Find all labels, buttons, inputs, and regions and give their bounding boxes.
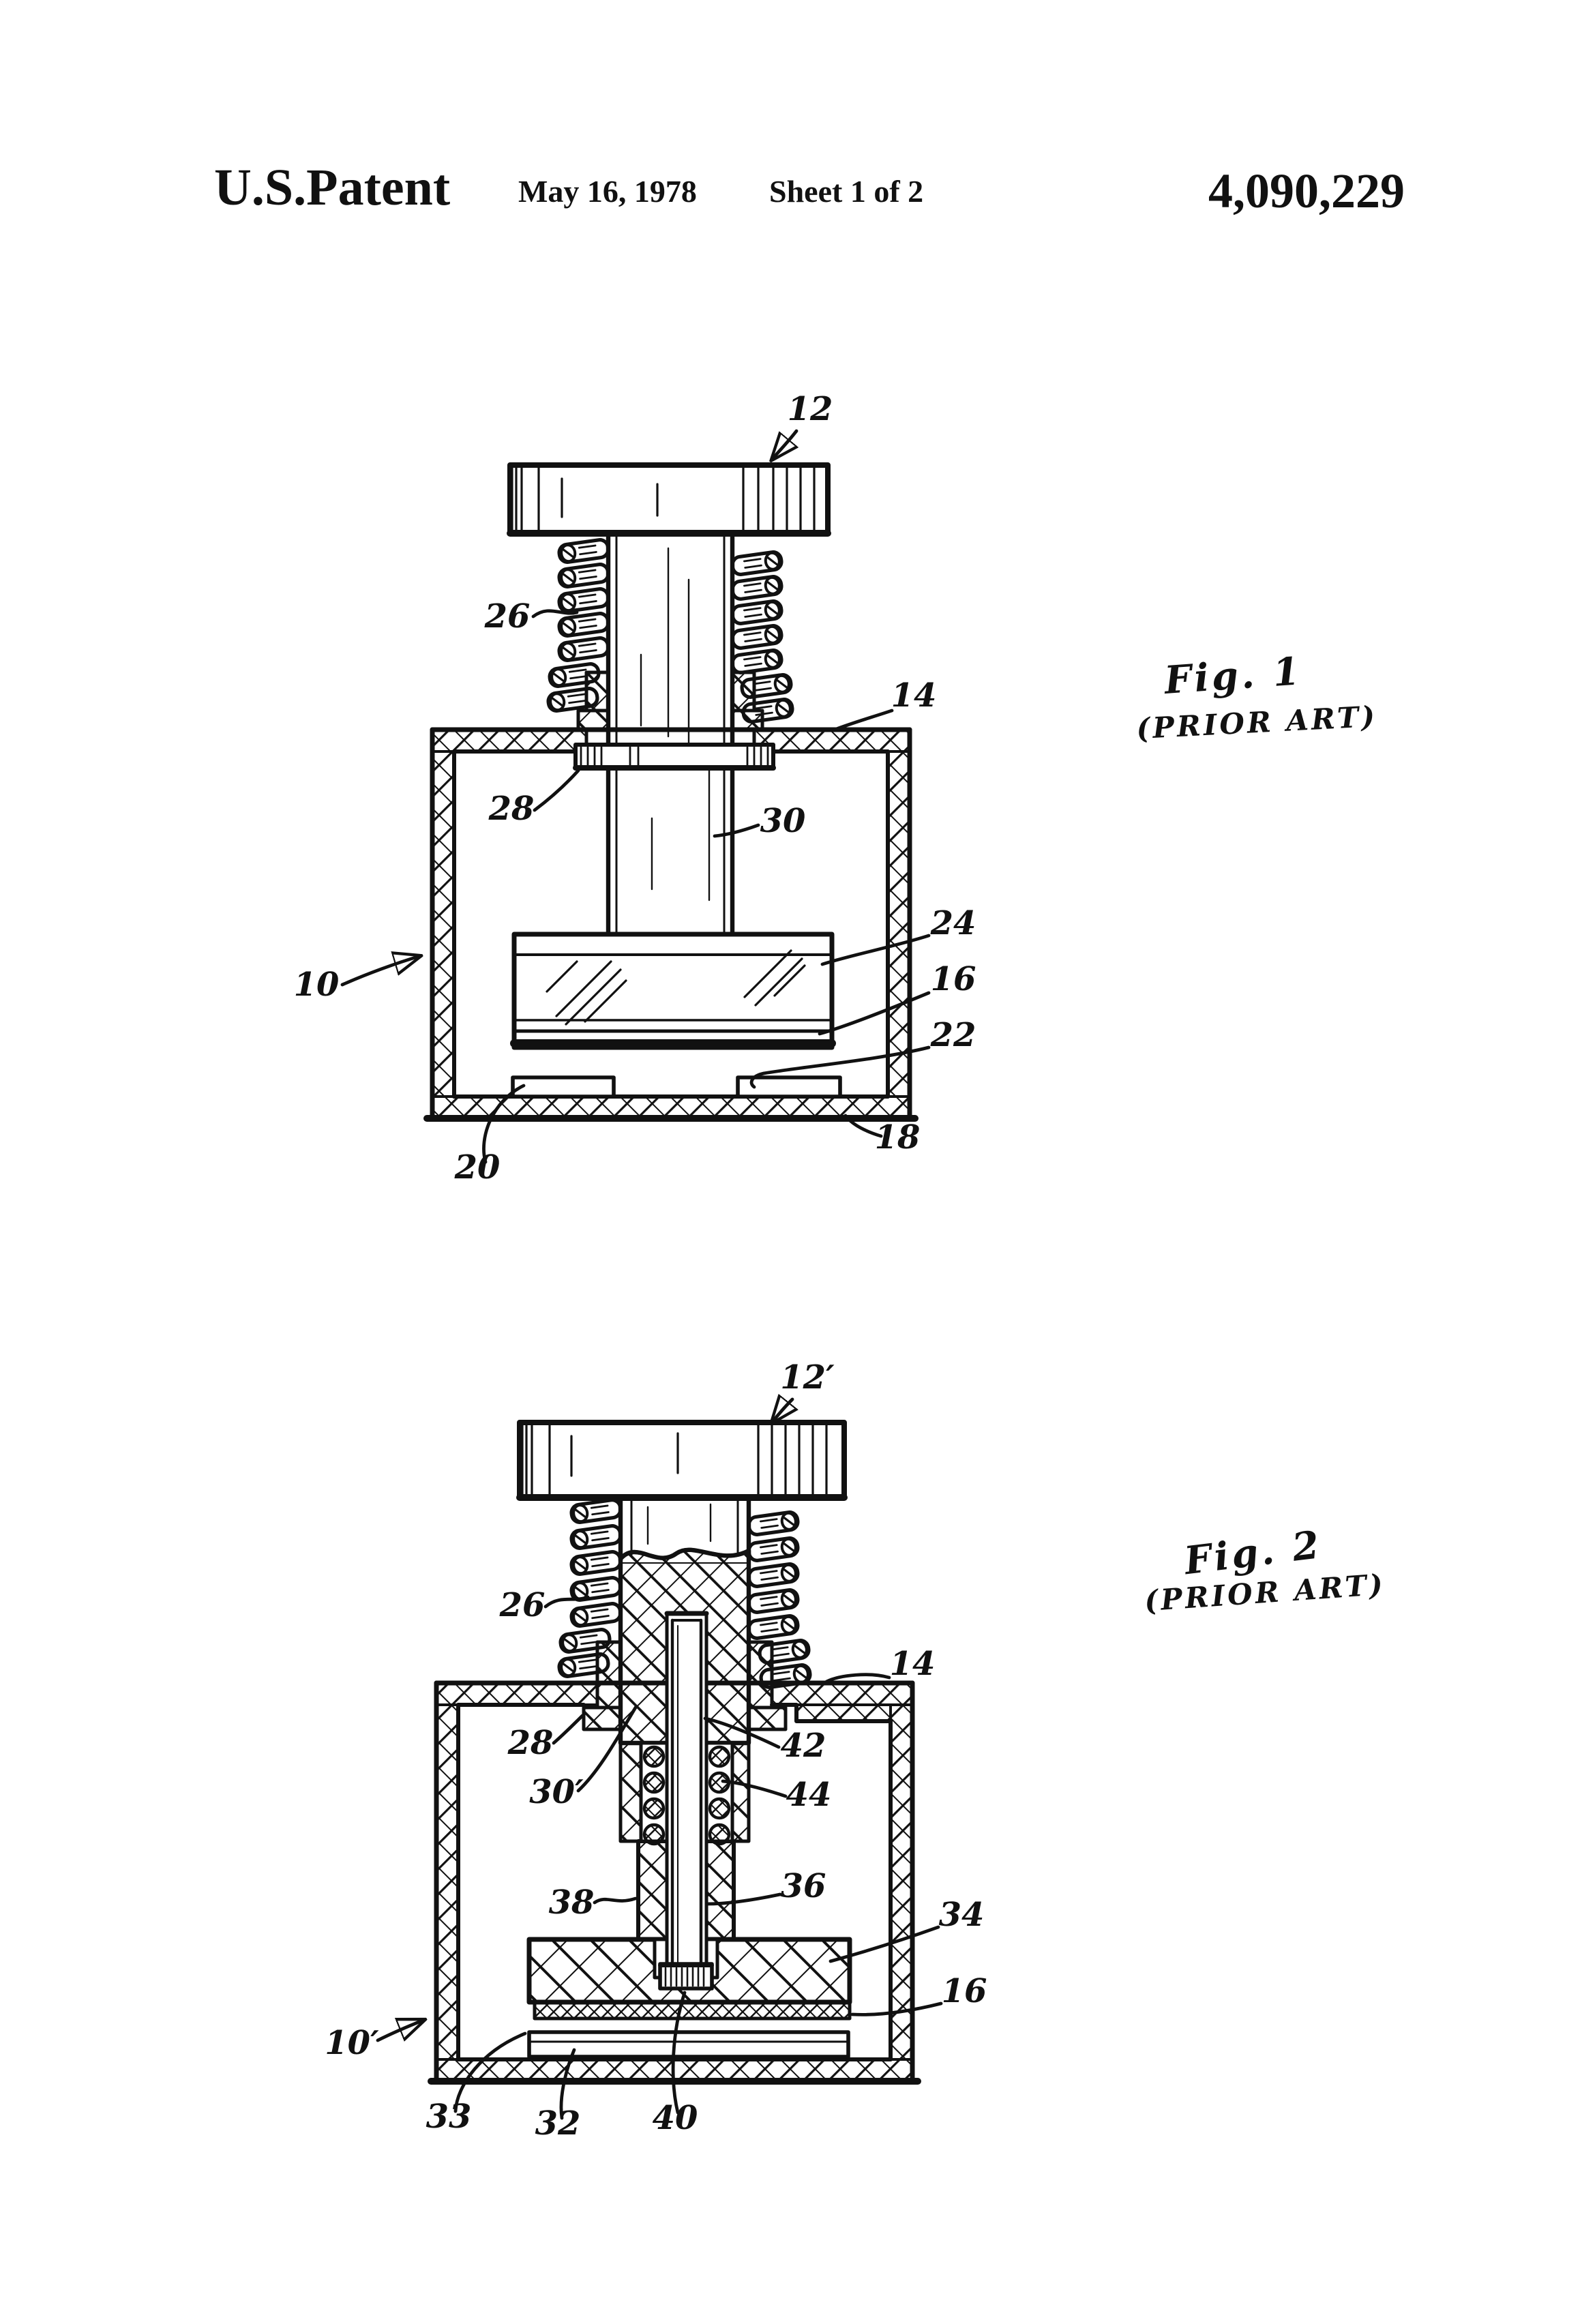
fig2-leader-44 (721, 1779, 788, 1798)
fig2-reference-numerals: 12′ 26 14 28 30′ 42 44 36 38 34 16 10′ 3… (325, 1358, 987, 2143)
fig2-lamp-contact-40 (658, 1962, 714, 1991)
fig1-leaders (340, 429, 931, 1164)
fig2-label-33: 33 (426, 2098, 472, 2136)
fig2-label-34: 34 (939, 1896, 985, 1934)
fig2-label-42: 42 (781, 1727, 826, 1765)
fig2-leader-26 (543, 1595, 590, 1609)
fig2-leader-10 (376, 2020, 424, 2042)
fig1-label-28: 28 (488, 790, 535, 828)
fig1-label-26: 26 (484, 597, 531, 636)
fig1-label-20: 20 (454, 1148, 501, 1187)
fig2-label-12: 12′ (780, 1358, 835, 1397)
fig1-leader-24 (820, 934, 931, 966)
patent-date: May 16, 1978 (518, 174, 697, 209)
fig1-leader-12 (772, 429, 796, 460)
fig1-label-16: 16 (931, 960, 976, 998)
fig1-label-14: 14 (891, 676, 937, 715)
fig1-leader-26 (531, 609, 579, 619)
figure-2: 12′ 26 14 28 30′ 42 44 36 38 34 16 10′ 3… (325, 1358, 1386, 2143)
fig2-leader-30 (576, 1705, 638, 1793)
fig2-label-30: 30′ (529, 1773, 584, 1811)
fig2-leader-34 (829, 1925, 940, 1963)
fig2-label-44: 44 (786, 1776, 832, 1814)
fig1-contact-20 (511, 1075, 616, 1099)
fig1-caption: Fig. 1 (1162, 649, 1304, 703)
header: U.S.Patent May 16, 1978 Sheet 1 of 2 4,0… (214, 159, 1405, 218)
fig1-label-12: 12 (788, 390, 833, 428)
fig1-flange-28 (573, 743, 776, 771)
fig1-leader-20 (482, 1084, 526, 1164)
fig1-label-30: 30 (760, 802, 806, 840)
fig2-label-16: 16 (942, 1972, 987, 2010)
fig2-leader-14 (824, 1673, 891, 1684)
fig1-leader-10 (340, 956, 420, 987)
fig1-leader-22 (749, 1045, 931, 1089)
fig2-spring-44 (639, 1741, 734, 1846)
fig1-housing-14 (423, 727, 919, 1122)
fig2-label-38: 38 (549, 1883, 595, 1922)
fig2-leader-32 (559, 2048, 576, 2120)
fig2-leaders (376, 1399, 943, 2120)
fig2-leader-28 (552, 1714, 584, 1745)
fig1-button-cap-12 (507, 462, 831, 537)
fig1-label-22: 22 (930, 1016, 976, 1054)
fig2-label-10: 10′ (325, 2024, 379, 2062)
fig1-label-18: 18 (875, 1118, 921, 1157)
patent-number: 4,090,229 (1208, 164, 1405, 218)
fig1-leader-14 (833, 709, 894, 732)
fig1-label-24: 24 (930, 904, 976, 942)
fig2-leader-42 (703, 1716, 781, 1749)
fig2-caption-prior-art: (PRIOR ART) (1144, 1568, 1387, 1618)
figure-1: 12 26 14 28 30 10 24 16 22 18 20 Fig. 1 … (294, 390, 1379, 1187)
fig2-contact-plate-16 (533, 2000, 852, 2021)
fig2-glass-slide-32 (527, 2030, 850, 2059)
fig2-bushing-28 (582, 1705, 788, 1731)
fig2-label-28: 28 (507, 1724, 554, 1762)
fig1-glass-block-24 (510, 932, 836, 1050)
fig2-label-40: 40 (653, 2099, 698, 2137)
fig1-leader-30 (713, 823, 760, 838)
fig1-caption-sub: (PRIOR ART) (1135, 700, 1378, 745)
fig2-leader-33 (453, 2031, 527, 2113)
fig2-leader-40 (671, 1991, 687, 2115)
fig2-label-32: 32 (535, 2104, 581, 2143)
fig1-caption-title: Fig. 1 (1162, 649, 1304, 703)
fig1-shaft-30 (606, 531, 735, 937)
fig1-leader-28 (533, 769, 580, 812)
fig1-leader-18 (844, 1114, 883, 1138)
fig2-rod-36 (664, 1611, 709, 1970)
fig2-caption-sub: (PRIOR ART) (1144, 1568, 1387, 1618)
fig2-leader-12 (772, 1399, 792, 1422)
fig1-reference-numerals: 12 26 14 28 30 10 24 16 22 18 20 (294, 390, 976, 1187)
sheet-number: Sheet 1 of 2 (769, 174, 923, 209)
fig1-leader-16 (818, 991, 931, 1036)
fig1-caption-prior-art: (PRIOR ART) (1135, 700, 1378, 745)
fig1-label-10: 10 (294, 966, 340, 1004)
fig1-glass-reflections (546, 949, 806, 1026)
fig2-label-26: 26 (499, 1586, 546, 1624)
fig2-label-36: 36 (781, 1867, 826, 1905)
fig2-leader-38 (593, 1896, 638, 1905)
fig2-leader-36 (704, 1892, 782, 1906)
fig2-label-14: 14 (890, 1645, 936, 1683)
fig2-leader-16 (850, 2001, 943, 2016)
fig2-button-cap-12 (516, 1420, 848, 1501)
patent-title: U.S.Patent (214, 159, 450, 216)
